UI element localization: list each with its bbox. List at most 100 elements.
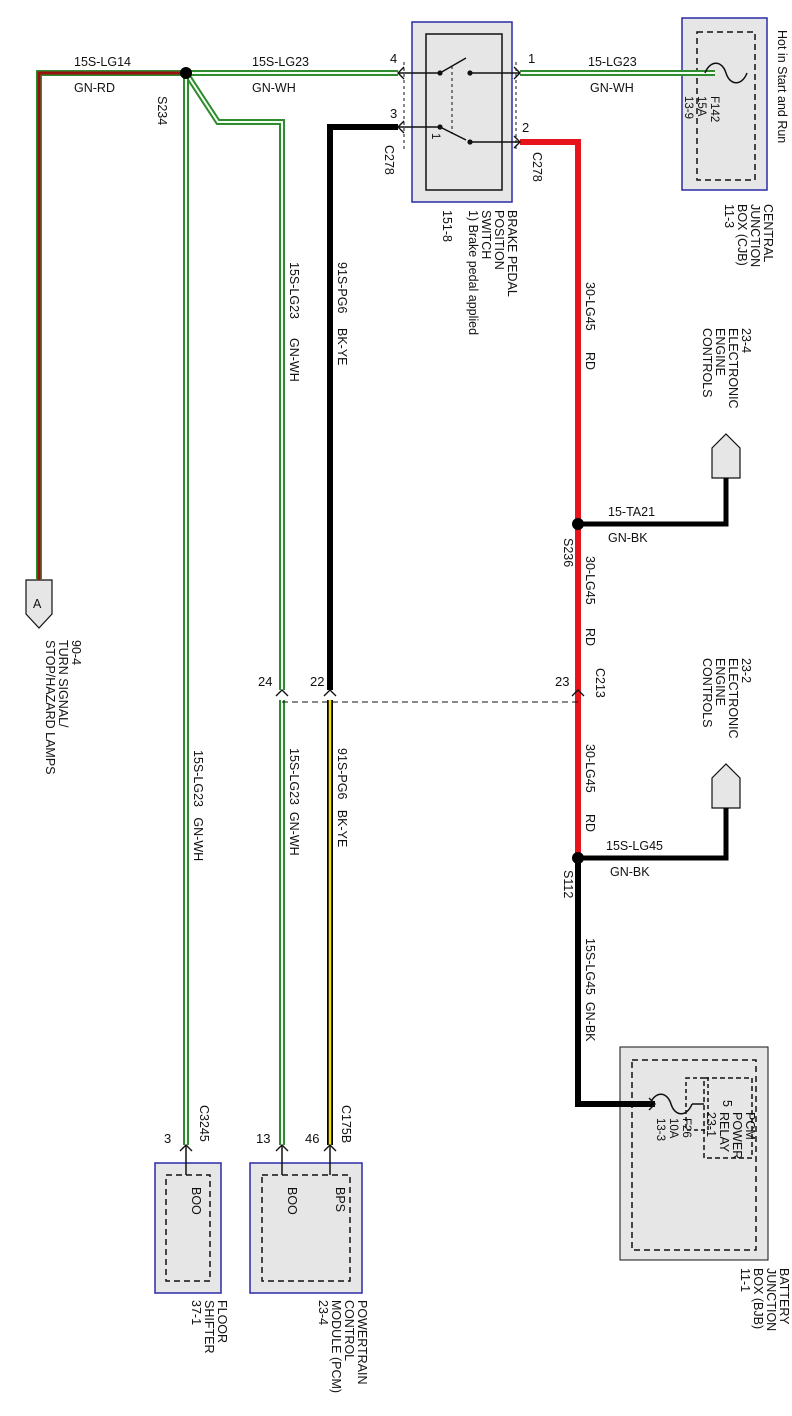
label-s236: S236 [561, 538, 575, 567]
label-lg45-top-circuit: 30-LG45 [583, 282, 597, 331]
eec-mid-label-4: CONTROLS [700, 658, 714, 727]
label-lg23-top-circuit: 15S-LG23 [252, 55, 309, 69]
label-c213: C213 [593, 668, 607, 698]
splice-s112 [572, 852, 584, 864]
turn-lamps-label-3: STOP/HAZARD LAMPS [43, 640, 57, 775]
shifter-label-1: FLOOR [215, 1300, 229, 1343]
label-slg45-branch-color: GN-BK [610, 865, 650, 879]
bjb-pin-5: 5 [720, 1100, 734, 1107]
pin-22-label: 22 [310, 674, 324, 689]
bjb-fuse-id: F26 [680, 1118, 692, 1138]
cjb-label-4: 11-3 [722, 204, 736, 228]
brake-switch-label-1: BRAKE PEDAL [505, 210, 519, 297]
cjb-label-1: CENTRAL [761, 204, 775, 262]
bjb-fuse-rating: 10A [667, 1118, 679, 1139]
brake-switch-label-5: 151-8 [440, 210, 454, 242]
pin-23-label: 23 [555, 674, 569, 689]
label-lg45-low-circuit: 30-LG45 [583, 744, 597, 793]
label-c3245: C3245 [197, 1105, 211, 1142]
pcm-label-4: 23-4 [316, 1300, 330, 1325]
label-lg23-shifter: 15S-LG23 GN-WH [191, 750, 205, 861]
module-stubs [185, 1145, 331, 1175]
label-s112: S112 [561, 870, 575, 898]
label-s234: S234 [155, 96, 169, 125]
label-lg45-mid-color: RD [583, 628, 597, 646]
label-c278-left: C278 [382, 145, 396, 175]
label-lg23-top-color: GN-WH [252, 81, 296, 95]
turn-lamps-ref-letter: A [33, 597, 42, 611]
cjb-fuse-id: F142 [708, 96, 720, 122]
bjb-label-2: JUNCTION [764, 1268, 778, 1331]
eec-mid-connector-icon [711, 763, 741, 809]
label-lg14-circuit: 15S-LG14 [74, 55, 131, 69]
label-lg14-color: GN-RD [74, 81, 115, 95]
label-lg45-low-color: RD [583, 814, 597, 832]
label-lg23-mid-circuit: 15S-LG23 [287, 262, 301, 319]
brake-switch-label-3: SWITCH [479, 210, 493, 259]
label-pg6-circuit: 91S-PG6 [335, 262, 349, 313]
eec-top-label-3: ENGINE [713, 328, 727, 376]
label-lg23-cjb-circuit: 15-LG23 [588, 55, 637, 69]
eec-mid-label-3: ENGINE [713, 658, 727, 706]
wire-lg14 [36, 70, 186, 580]
bjb-relay-label-1: PCM [743, 1112, 757, 1140]
eec-top-connector-icon [711, 433, 741, 479]
wire-ta21 [578, 478, 729, 527]
eec-mid-label-2: ELECTRONIC [726, 658, 740, 739]
bjb-box [619, 1046, 769, 1261]
label-slg45-branch-circuit: 15S-LG45 [606, 839, 663, 853]
brake-switch-label-2: POSITION [492, 210, 506, 270]
turn-lamps-connector-icon [25, 579, 53, 629]
turn-lamps-label-1: 90-4 [69, 640, 83, 665]
label-lg23-mid-color: GN-WH [287, 338, 301, 382]
fuse-f142-icon [704, 62, 748, 84]
wire-pg6 [327, 124, 398, 690]
bjb-relay-label-3: RELAY [717, 1112, 731, 1153]
wire-slg45-bjb [575, 858, 655, 1107]
splice-s234 [180, 67, 192, 79]
pin-46-label: 46 [305, 1131, 319, 1146]
cjb-label-2: JUNCTION [748, 204, 762, 267]
pin-1-label: 1 [528, 51, 535, 66]
pcm-label-3: MODULE (PCM) [329, 1300, 343, 1393]
pin-24-label: 24 [258, 674, 272, 689]
eec-top-label-2: ELECTRONIC [726, 328, 740, 409]
label-slg45-bjb: 15S-LG45 GN-BK [583, 938, 597, 1042]
label-ta21-circuit: 15-TA21 [608, 505, 655, 519]
fuse-f26-icon [649, 1093, 693, 1115]
pcm-pin-boo: BOO [285, 1187, 299, 1215]
cjb-fuse-ref: 13-9 [682, 96, 694, 119]
pin-3-label: 3 [390, 106, 397, 121]
pcm-label-1: POWERTRAIN [355, 1300, 369, 1385]
shifter-pin-boo: BOO [189, 1187, 203, 1215]
bjb-label-1: BATTERY [777, 1268, 791, 1325]
label-c278-right: C278 [530, 152, 544, 182]
cjb-note: Hot in Start and Run [775, 30, 789, 143]
label-lg45-mid-circuit: 30-LG45 [583, 556, 597, 605]
shifter-box [154, 1162, 222, 1294]
turn-lamps-label-2: TURN SIGNAL/ [56, 640, 70, 728]
cjb-fuse-rating: 15A [695, 96, 707, 117]
eec-top-label-1: 23-4 [739, 328, 753, 353]
label-c175b: C175B [339, 1105, 353, 1143]
brake-switch-label-4: 1) Brake pedal applied [466, 210, 480, 335]
bjb-relay-label-2: POWER [730, 1112, 744, 1159]
pcm-pin-bps: BPS [333, 1187, 347, 1212]
splice-s236 [572, 518, 584, 530]
pcm-label-2: CONTROL [342, 1300, 356, 1361]
pin-2-label: 2 [522, 120, 529, 135]
pin-4-label: 4 [390, 51, 397, 66]
eec-top-label-4: CONTROLS [700, 328, 714, 397]
cjb-label-3: BOX (CJB) [735, 204, 749, 266]
wire-lg45-red [520, 139, 581, 858]
label-lg23-cjb-color: GN-WH [590, 81, 634, 95]
shifter-label-2: SHIFTER [202, 1300, 216, 1353]
label-pg6-pcm: 91S-PG6 BK-YE [335, 748, 349, 847]
label-ta21-color: GN-BK [608, 531, 648, 545]
bjb-relay-label-4: 23-1 [704, 1112, 718, 1137]
cjb-box [681, 17, 768, 191]
label-lg23-pcm: 15S-LG23 GN-WH [287, 748, 301, 856]
shifter-label-3: 37-1 [189, 1300, 203, 1325]
